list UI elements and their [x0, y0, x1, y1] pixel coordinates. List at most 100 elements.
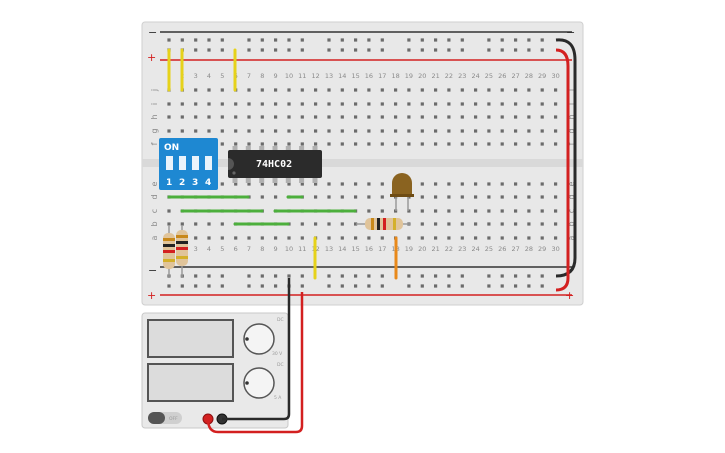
breadboard-hole[interactable]	[447, 182, 451, 186]
current-knob[interactable]	[243, 367, 275, 399]
breadboard-hole[interactable]	[300, 236, 304, 240]
breadboard-hole[interactable]	[274, 115, 278, 119]
breadboard-hole[interactable]	[287, 142, 291, 146]
breadboard-hole[interactable]	[420, 102, 424, 106]
breadboard-hole[interactable]	[434, 209, 438, 213]
breadboard-hole[interactable]	[514, 284, 518, 288]
breadboard-hole[interactable]	[460, 222, 464, 226]
breadboard-hole[interactable]	[340, 195, 344, 199]
breadboard-hole[interactable]	[354, 102, 358, 106]
breadboard-hole[interactable]	[354, 284, 358, 288]
breadboard-hole[interactable]	[247, 48, 251, 52]
breadboard-hole[interactable]	[447, 195, 451, 199]
breadboard-hole[interactable]	[327, 222, 331, 226]
breadboard-hole[interactable]	[380, 88, 384, 92]
breadboard-hole[interactable]	[500, 274, 504, 278]
breadboard-hole[interactable]	[487, 195, 491, 199]
breadboard-hole[interactable]	[554, 115, 558, 119]
breadboard-hole[interactable]	[434, 182, 438, 186]
breadboard-hole[interactable]	[220, 88, 224, 92]
breadboard-hole[interactable]	[500, 142, 504, 146]
breadboard-hole[interactable]	[500, 284, 504, 288]
breadboard-hole[interactable]	[220, 48, 224, 52]
breadboard-hole[interactable]	[260, 38, 264, 42]
breadboard-hole[interactable]	[420, 284, 424, 288]
breadboard-hole[interactable]	[407, 88, 411, 92]
breadboard-hole[interactable]	[234, 182, 238, 186]
breadboard-hole[interactable]	[447, 274, 451, 278]
breadboard-hole[interactable]	[460, 236, 464, 240]
breadboard-hole[interactable]	[527, 102, 531, 106]
breadboard-hole[interactable]	[407, 142, 411, 146]
breadboard-hole[interactable]	[367, 195, 371, 199]
breadboard-hole[interactable]	[327, 48, 331, 52]
breadboard-hole[interactable]	[420, 129, 424, 133]
breadboard-hole[interactable]	[434, 284, 438, 288]
breadboard-hole[interactable]	[314, 115, 318, 119]
breadboard-hole[interactable]	[354, 274, 358, 278]
breadboard-hole[interactable]	[194, 236, 198, 240]
breadboard-hole[interactable]	[487, 209, 491, 213]
breadboard-hole[interactable]	[380, 115, 384, 119]
breadboard-hole[interactable]	[540, 129, 544, 133]
breadboard-hole[interactable]	[207, 236, 211, 240]
breadboard-hole[interactable]	[554, 88, 558, 92]
breadboard-hole[interactable]	[420, 48, 424, 52]
breadboard-hole[interactable]	[274, 274, 278, 278]
breadboard-hole[interactable]	[167, 222, 171, 226]
breadboard-hole[interactable]	[474, 88, 478, 92]
breadboard-hole[interactable]	[434, 38, 438, 42]
breadboard-hole[interactable]	[460, 182, 464, 186]
breadboard-hole[interactable]	[474, 142, 478, 146]
breadboard-hole[interactable]	[447, 129, 451, 133]
breadboard-hole[interactable]	[500, 115, 504, 119]
breadboard-hole[interactable]	[340, 38, 344, 42]
breadboard-hole[interactable]	[514, 115, 518, 119]
breadboard-hole[interactable]	[380, 284, 384, 288]
breadboard-hole[interactable]	[220, 142, 224, 146]
breadboard-hole[interactable]	[274, 48, 278, 52]
breadboard-hole[interactable]	[514, 209, 518, 213]
breadboard-hole[interactable]	[407, 115, 411, 119]
breadboard-hole[interactable]	[274, 38, 278, 42]
breadboard-hole[interactable]	[260, 129, 264, 133]
breadboard-hole[interactable]	[220, 236, 224, 240]
breadboard-hole[interactable]	[500, 48, 504, 52]
breadboard-hole[interactable]	[407, 209, 411, 213]
breadboard-hole[interactable]	[527, 195, 531, 199]
breadboard-hole[interactable]	[487, 182, 491, 186]
breadboard-hole[interactable]	[554, 195, 558, 199]
breadboard-hole[interactable]	[527, 38, 531, 42]
breadboard-hole[interactable]	[500, 88, 504, 92]
breadboard-hole[interactable]	[500, 129, 504, 133]
breadboard-hole[interactable]	[434, 48, 438, 52]
breadboard-hole[interactable]	[447, 236, 451, 240]
breadboard-hole[interactable]	[487, 236, 491, 240]
breadboard-hole[interactable]	[474, 115, 478, 119]
breadboard-hole[interactable]	[340, 115, 344, 119]
breadboard-hole[interactable]	[287, 274, 291, 278]
breadboard-hole[interactable]	[407, 274, 411, 278]
breadboard-hole[interactable]	[540, 88, 544, 92]
breadboard-hole[interactable]	[487, 38, 491, 42]
breadboard-hole[interactable]	[167, 129, 171, 133]
breadboard-hole[interactable]	[247, 142, 251, 146]
breadboard-hole[interactable]	[300, 102, 304, 106]
breadboard-hole[interactable]	[220, 182, 224, 186]
breadboard-hole[interactable]	[274, 236, 278, 240]
breadboard-hole[interactable]	[327, 38, 331, 42]
breadboard-hole[interactable]	[327, 274, 331, 278]
breadboard-hole[interactable]	[434, 88, 438, 92]
breadboard-hole[interactable]	[314, 195, 318, 199]
breadboard-hole[interactable]	[394, 142, 398, 146]
breadboard-hole[interactable]	[527, 115, 531, 119]
breadboard-hole[interactable]	[327, 102, 331, 106]
breadboard-hole[interactable]	[460, 129, 464, 133]
breadboard-hole[interactable]	[367, 38, 371, 42]
breadboard-hole[interactable]	[460, 88, 464, 92]
breadboard-hole[interactable]	[474, 222, 478, 226]
psu-black-lead[interactable]	[222, 278, 291, 421]
breadboard-hole[interactable]	[540, 195, 544, 199]
breadboard-hole[interactable]	[514, 88, 518, 92]
breadboard-hole[interactable]	[500, 236, 504, 240]
